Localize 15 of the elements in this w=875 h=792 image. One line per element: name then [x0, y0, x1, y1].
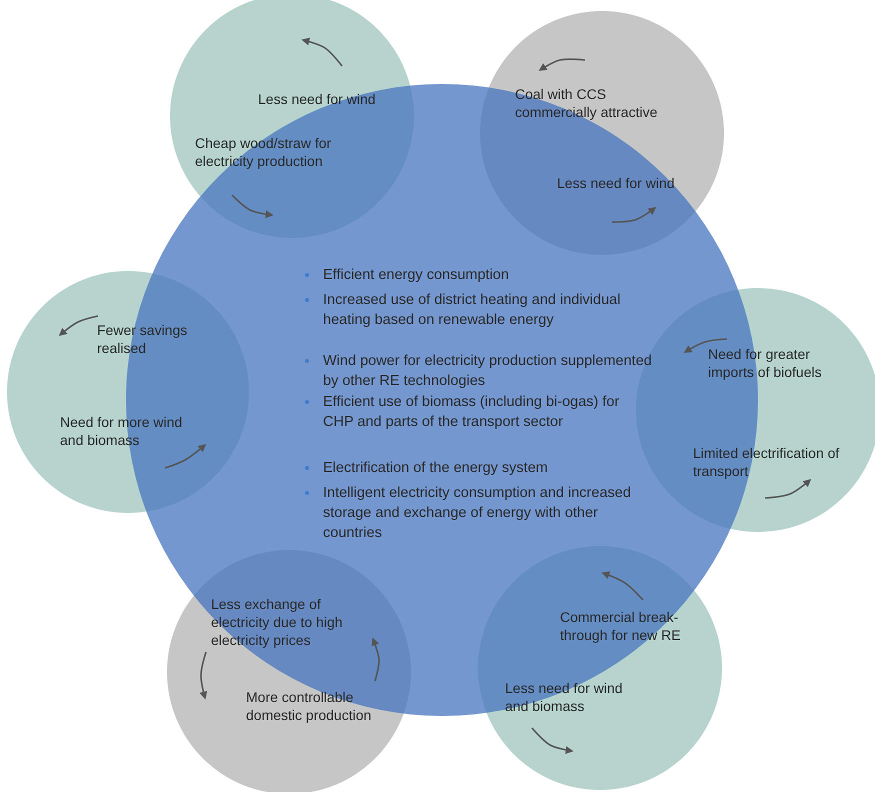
outcome-text: Less need for wind	[557, 174, 676, 192]
bullet-item: Electrification of the energy system	[305, 458, 653, 478]
outcome-text: Less need for wind and biomass	[505, 679, 624, 715]
outcome-text: Limited electrification of transport	[693, 444, 840, 480]
bullet-item: Efficient use of biomass (including bi-ogas) for CHP and parts of the transport sector	[305, 392, 653, 432]
bullet-item: Intelligent electricity consumption and increased storage and exchange of energy with other countries	[305, 483, 653, 543]
bullet-item: Wind power for electricity production supplemented by other RE technologies	[305, 351, 653, 391]
outcome-text: Need for greater imports of biofuels	[708, 345, 823, 381]
outcome-text: Fewer savings realised	[97, 321, 188, 357]
bullet-item: Increased use of district heating and individual heating based on renewable energy	[305, 290, 653, 330]
outcome-text: Less need for wind	[258, 90, 377, 108]
outcome-text: Need for more wind and biomass	[60, 413, 184, 449]
outcome-text: Cheap wood/straw for electricity production	[195, 134, 332, 170]
outcome-text: Commercial break-through for new RE	[560, 608, 682, 644]
bullet-item: Efficient energy consumption	[305, 265, 653, 285]
